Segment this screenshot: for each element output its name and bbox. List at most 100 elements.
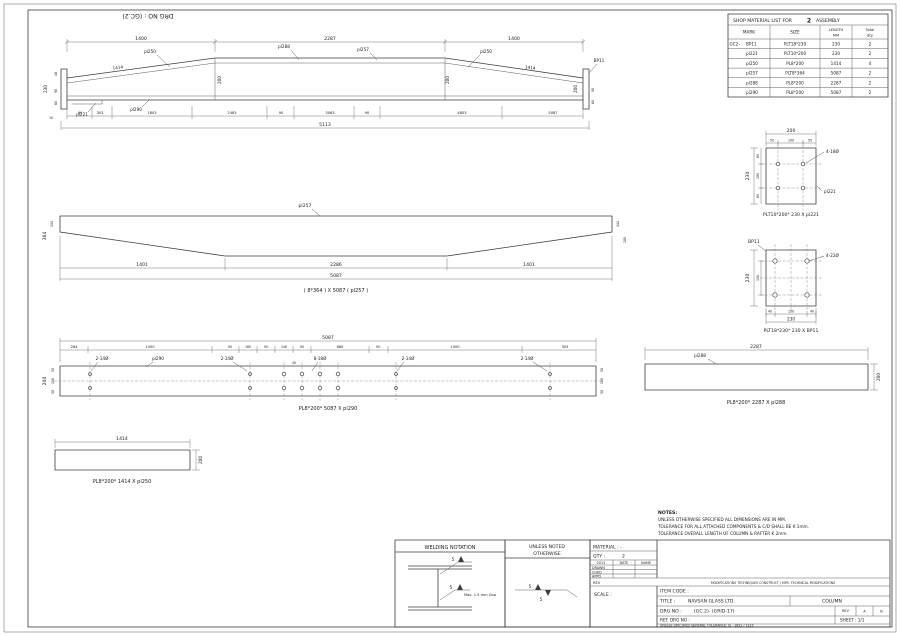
member-outline: [60, 57, 590, 110]
part-label: pl221: [76, 112, 88, 117]
bolt-hole: [335, 385, 341, 391]
dim-label: 200: [198, 456, 203, 464]
bp11-leaders: [757, 244, 825, 262]
bolt-hole: [299, 371, 305, 377]
dim-label: 90: [228, 345, 232, 349]
outer-border: [3, 3, 897, 633]
bp11-detail: BP11 4-22Ø 230 150 40 150 40 230 PLT18*2…: [745, 239, 840, 334]
dim-label: 1401: [523, 262, 535, 268]
dim-label: 200: [623, 237, 627, 243]
pl288-view: 2287 pl288 200 PL8*200* 2287 X pl288: [644, 344, 881, 406]
table-header: SIZE: [790, 30, 800, 35]
hole-label: 4-22Ø: [826, 253, 840, 258]
part-label: pl257: [299, 203, 312, 209]
dim-label: 5087: [330, 273, 342, 279]
name-header: NAME: [641, 561, 651, 565]
hole-label: 8-18Ø: [314, 356, 328, 361]
material-label: MATERIAL : -: [593, 545, 622, 551]
pl288-leader: [707, 358, 717, 365]
elevation-view: 1400 2287 1400 1414 1414 pl250 pl288 pl2…: [43, 36, 605, 130]
rev-b: B: [880, 610, 883, 614]
dim-label: 1414: [116, 436, 128, 442]
dim-label: 50: [808, 139, 812, 143]
dim-label: 200: [42, 377, 48, 386]
tolerance-note: UNLESS SPECIFIED GENERAL TOLERANCE: IS -…: [660, 624, 754, 628]
dim-label: 1500: [145, 345, 155, 349]
bolt-hole: [317, 371, 323, 377]
assembly-mark: GC2-: [730, 42, 741, 47]
dim-label: 364: [42, 232, 48, 241]
table-header: Total: [865, 28, 874, 32]
part-label: BP11: [748, 239, 760, 245]
table-header: LENGTH: [829, 28, 844, 32]
view-caption: PL8*200* 2287 X pl288: [727, 400, 786, 406]
web-plate-view: pl257 364 144 144 200 1401 2286 1401 508…: [42, 203, 627, 294]
pl221-dims: [750, 131, 817, 205]
dim-label: 144: [50, 221, 54, 227]
hole-label: 2-14Ø: [96, 356, 110, 361]
dim-label: 100: [51, 378, 55, 384]
bottom-flange-view: 5087 284 1500 90 160 90 146 90 680 90 15…: [42, 335, 604, 412]
dim-label: 2286: [330, 262, 342, 268]
title-label: TITLE :: [659, 599, 676, 605]
title-block-grid: [590, 550, 890, 625]
dim-label: 680: [337, 345, 345, 349]
flange-leaders: [90, 361, 548, 372]
cell-length: 230: [832, 42, 840, 47]
dim-label: 160: [245, 345, 251, 349]
part-label: pl290: [152, 356, 164, 361]
qty-value: 2: [622, 554, 625, 560]
title-block-border: [589, 539, 891, 628]
material-list-title: SHOP MATERIAL LIST FOR: [733, 18, 793, 24]
cell-size: PLT18*230: [784, 42, 807, 47]
dim-label: 50: [51, 390, 55, 394]
welding-notation-box: WELDING NOTATION 5 5 Max. 1.5 mm Gap: [394, 539, 506, 628]
dim-label: 1401: [136, 262, 148, 268]
bolt-hole: [804, 258, 810, 264]
table-header: MM: [833, 34, 839, 38]
ref-drg-label: REF. DRG NO :: [660, 618, 690, 623]
cell-length: 1414: [831, 61, 842, 66]
notes: NOTES: UNLESS OTHERWISE SPECIFIED ALL DI…: [657, 510, 809, 536]
unless-noted-box: UNLESS NOTED OTHERWISE 5 5: [504, 539, 591, 628]
item-code-label: ITEM CODE :: [660, 589, 689, 595]
material-list: SHOP MATERIAL LIST FOR 2 ASSEMBLY MARK S…: [727, 13, 889, 98]
dim-label: 200: [876, 373, 881, 381]
note-line: UNLESS OTHERWISE SPECIFIED ALL DIMENSION…: [658, 517, 786, 522]
cell-length: 5087: [831, 90, 842, 95]
part-label: pl288: [278, 44, 290, 49]
weld-symbol-flag: [457, 584, 463, 590]
dim-label: 303: [562, 345, 569, 349]
elevation-dim-lines: [60, 39, 590, 130]
hole-label: 2-14Ø: [221, 356, 235, 361]
view-caption: PL8*200* 5087 X pl290: [299, 406, 358, 412]
dim-label: 200: [787, 128, 796, 134]
dim-label: 230: [787, 317, 795, 322]
unless-title-line2: OTHERWISE: [533, 551, 561, 557]
pl288-dims: [644, 347, 878, 391]
weld-size-label: 5: [529, 584, 532, 589]
table-header: Qty.: [867, 34, 874, 38]
bolt-hole: [548, 386, 552, 390]
dim-label: 2287: [750, 344, 762, 350]
cell-size: PLT8*364: [785, 71, 805, 76]
bolt-hole: [281, 385, 287, 391]
bolt-hole: [335, 371, 341, 377]
dim-label: 230: [745, 172, 751, 181]
bolt-hole: [248, 386, 252, 390]
bolt-hole: [775, 161, 781, 167]
hole-label: 2-14Ø: [521, 356, 535, 361]
dim-label: 2483: [227, 111, 236, 115]
material-list-title-suffix: ASSEMBLY: [816, 18, 840, 24]
flange-outline: [59, 365, 597, 397]
cell-qty: 2: [869, 90, 872, 95]
sheet-value: SHEET : 1/1: [840, 618, 865, 623]
dim-label: 284: [71, 345, 79, 349]
cell-mark: pl250: [746, 61, 758, 66]
weld-symbol-line: [515, 589, 578, 598]
component-name: COLUMN: [822, 599, 842, 605]
dim-label: 90: [54, 89, 58, 93]
web-plate-leader: [311, 208, 321, 217]
bolt-hole: [317, 385, 323, 391]
